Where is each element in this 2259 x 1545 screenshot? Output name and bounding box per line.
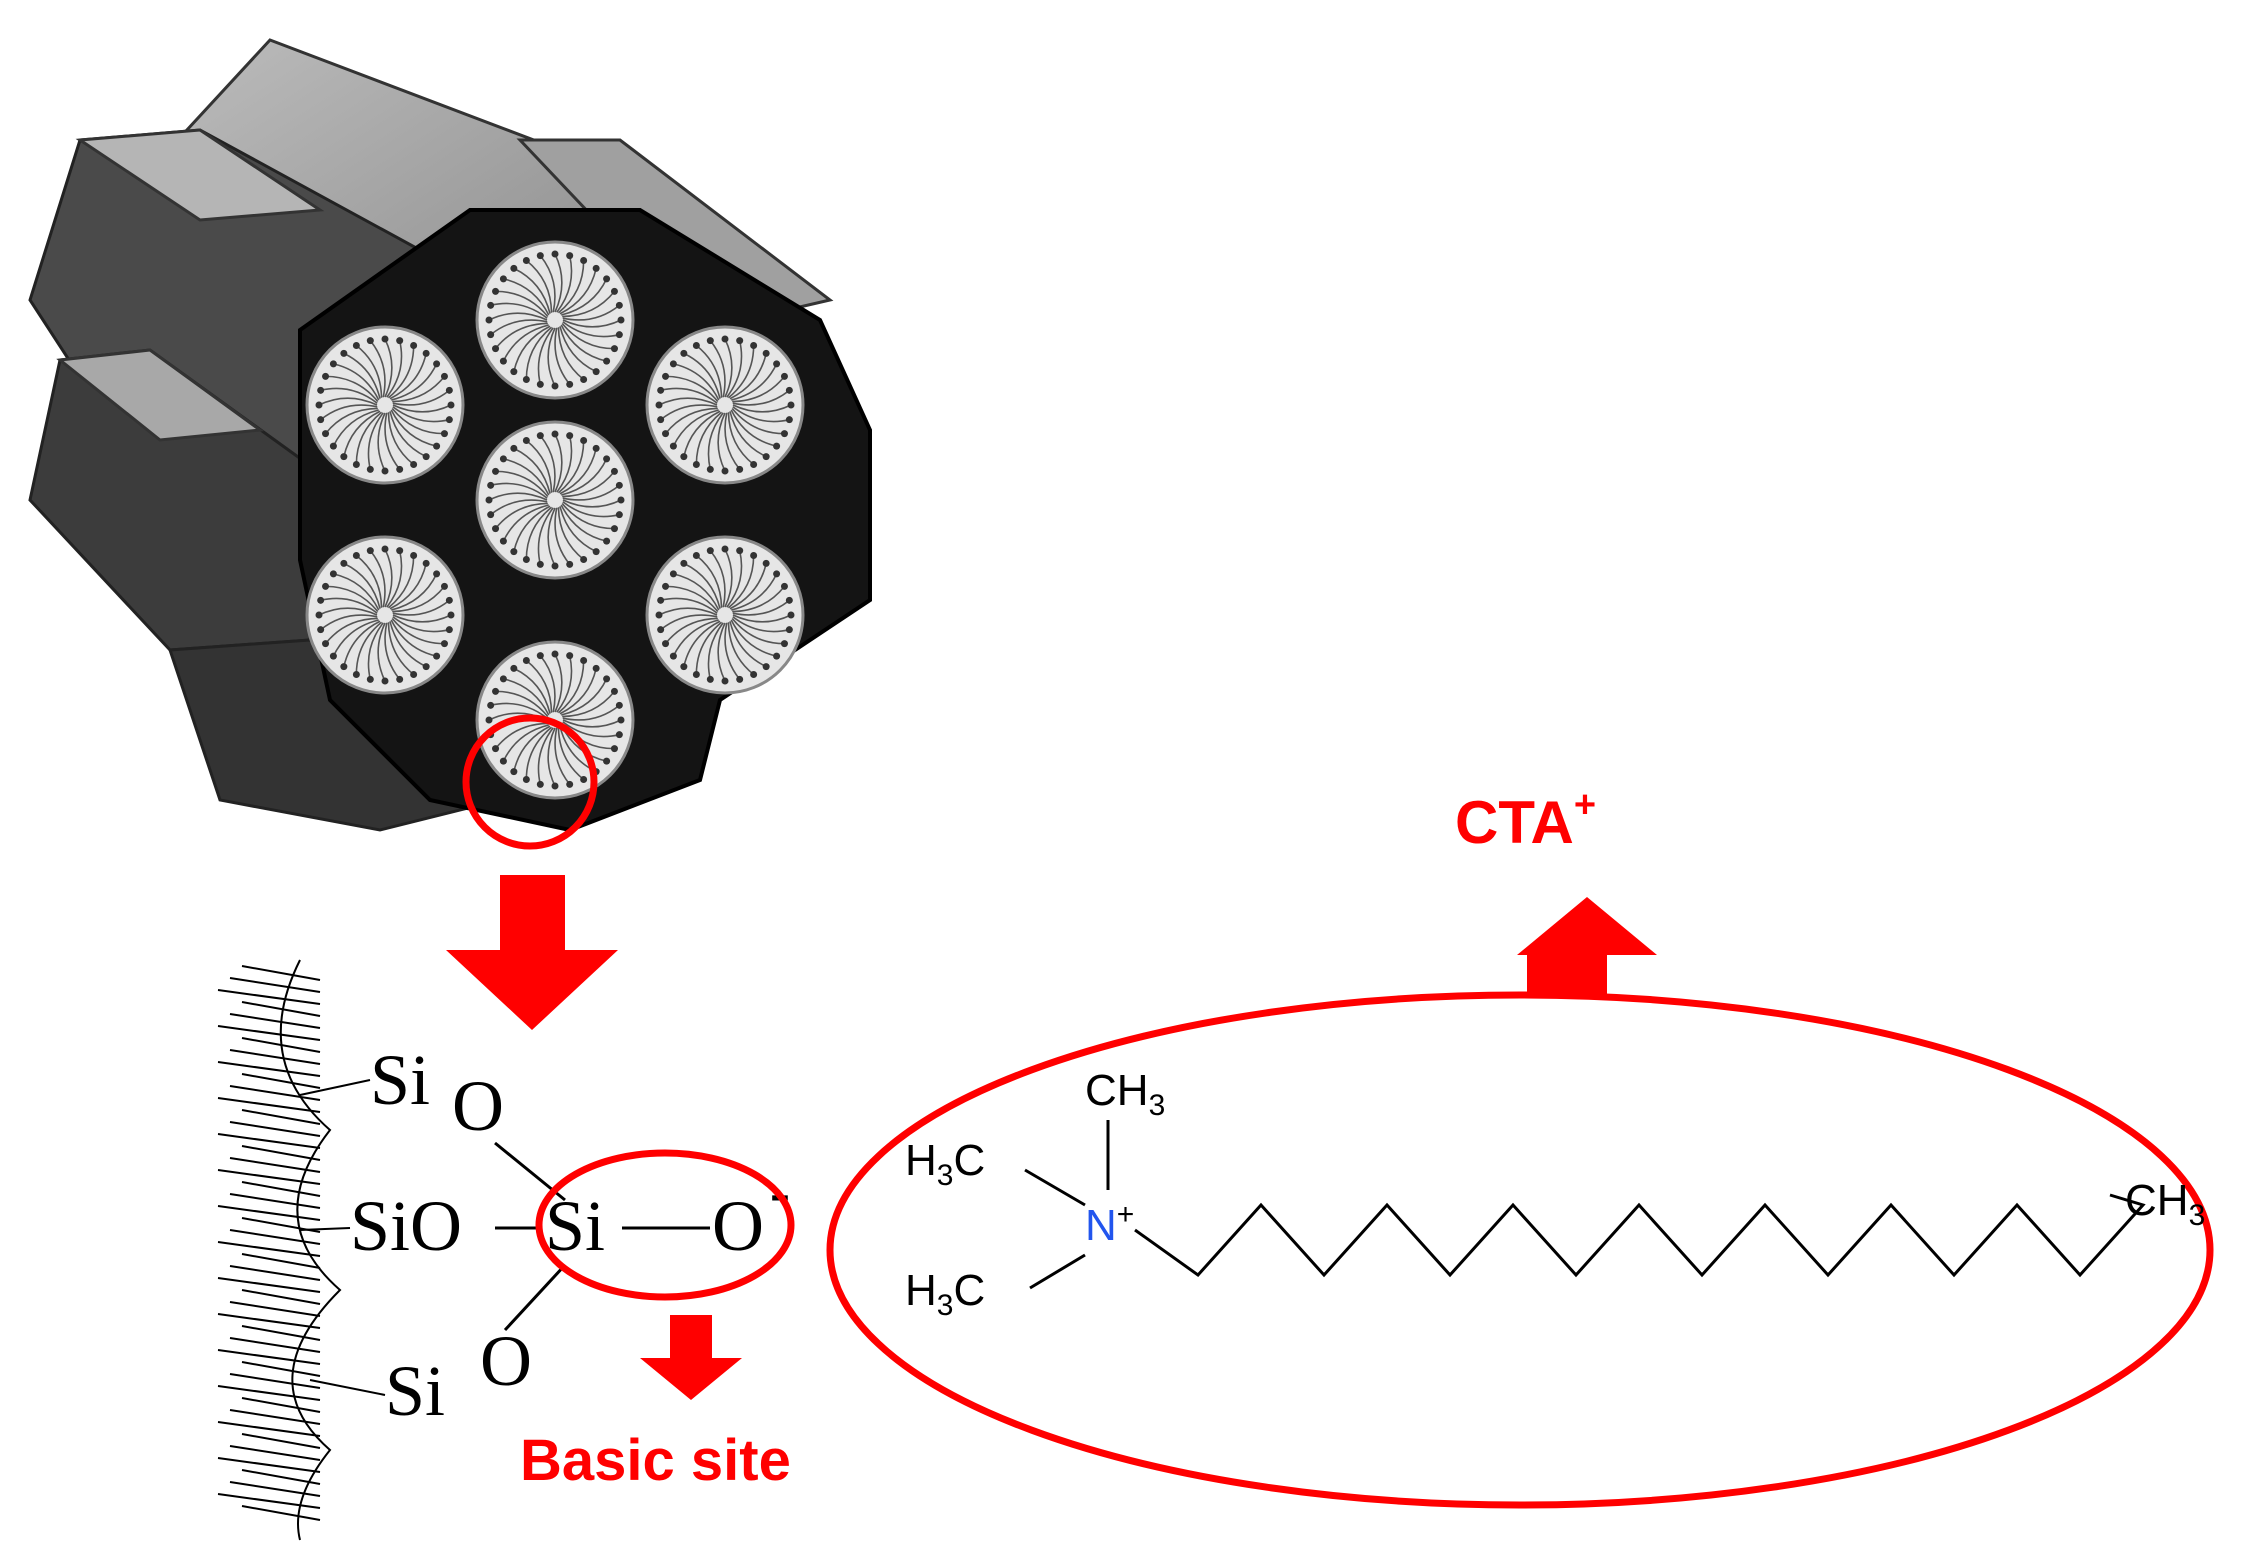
hexagonal-pore-bundle xyxy=(28,38,872,833)
si-mid-o-label: SiO xyxy=(350,1186,462,1266)
pore-2 xyxy=(305,325,465,485)
cta-label: CTA+ xyxy=(1455,784,1596,856)
o-minus-label: O xyxy=(712,1186,764,1266)
o-bottom-label: O xyxy=(480,1321,532,1401)
nitrogen-text: N xyxy=(1085,1201,1117,1250)
cta-molecule: CH3 H3C N+ H3C CH3 xyxy=(905,1066,2205,1322)
alkyl-chain xyxy=(1134,1193,2146,1278)
cta-text: CTA xyxy=(1455,789,1574,856)
ch3-end-text: CH xyxy=(2125,1176,2189,1225)
si-bottom-label: Si xyxy=(385,1351,445,1431)
cta-up-arrow xyxy=(1517,897,1657,995)
h3c-lower-h: H xyxy=(905,1266,937,1315)
prism-top-face-left xyxy=(75,128,325,222)
silica-wall-hatching xyxy=(217,959,386,1541)
pore-circles xyxy=(305,240,805,800)
pore-5 xyxy=(305,535,465,695)
basic-site-ellipse xyxy=(535,1149,795,1301)
ch3-end-label: CH3 xyxy=(2125,1176,2205,1232)
h3c-lower-sub: 3 xyxy=(937,1289,954,1322)
basic-site-arrow xyxy=(640,1315,742,1400)
pore-6 xyxy=(645,535,805,695)
h3c-lower-label: H3C xyxy=(905,1266,985,1322)
prism-top-face-lower xyxy=(56,348,265,442)
h3c-upper-h: H xyxy=(905,1136,937,1185)
cta-charge: + xyxy=(1574,784,1596,826)
o-top-label: O xyxy=(452,1066,504,1146)
h3c-upper-c: C xyxy=(953,1136,985,1185)
bond-bottom xyxy=(503,1263,567,1332)
down-arrow xyxy=(446,875,618,1030)
si-top-label: Si xyxy=(370,1040,430,1120)
si-center-label: Si xyxy=(545,1186,605,1266)
highlight-circle xyxy=(462,714,598,850)
pore-3 xyxy=(645,325,805,485)
h3c-lower-c: C xyxy=(953,1266,985,1315)
nitrogen-charge: + xyxy=(1117,1198,1135,1231)
ch3-end-sub: 3 xyxy=(2189,1199,2206,1232)
cta-ellipse xyxy=(826,991,2214,1509)
h3c-upper-label: H3C xyxy=(905,1136,985,1192)
ch3-top-label: CH3 xyxy=(1085,1066,1165,1122)
bond-n-h3c-lower xyxy=(1029,1253,1086,1290)
ch3-top-sub: 3 xyxy=(1149,1089,1166,1122)
ch3-top-text: CH xyxy=(1085,1066,1149,1115)
siloxane-structure: Si O SiO Si O - O Si xyxy=(350,1040,790,1431)
pore-1 xyxy=(475,240,635,400)
pore-4 xyxy=(475,420,635,580)
nitrogen-label: N+ xyxy=(1085,1198,1134,1250)
basic-site-label: Basic site xyxy=(520,1428,791,1493)
h3c-upper-sub: 3 xyxy=(937,1159,954,1192)
bond-n-h3c-upper xyxy=(1024,1168,1086,1207)
